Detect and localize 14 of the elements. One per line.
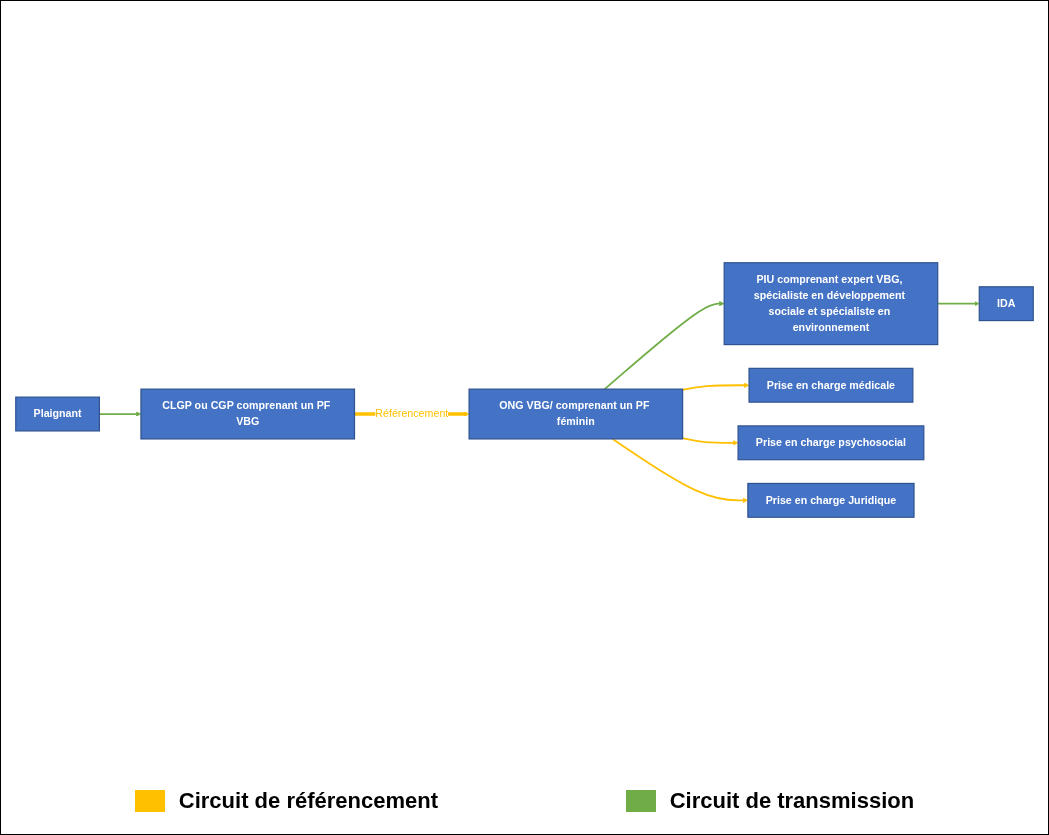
node-box: Prise en charge Juridique xyxy=(747,482,915,518)
node-box: Plaignant xyxy=(15,396,100,432)
node-box: PIU comprenant expert VBG, spécialiste en développement sociale et spécialiste en environnement xyxy=(723,261,939,345)
arrow xyxy=(681,382,750,391)
arrow xyxy=(603,300,725,390)
legend-label: Circuit de référencement xyxy=(178,788,438,814)
node-box: Prise en charge psychosocial xyxy=(737,424,925,460)
node-box: IDA xyxy=(978,285,1034,321)
legend-label: Circuit de transmission xyxy=(669,788,915,814)
arrow xyxy=(681,436,739,445)
edge-label: Référencement xyxy=(375,407,449,420)
node-box: ONG VBG/ comprenant un PF féminin xyxy=(468,388,684,440)
node-box: CLGP ou CGP comprenant un PF VBG xyxy=(140,388,356,440)
node-box: Prise en charge médicale xyxy=(748,367,914,403)
